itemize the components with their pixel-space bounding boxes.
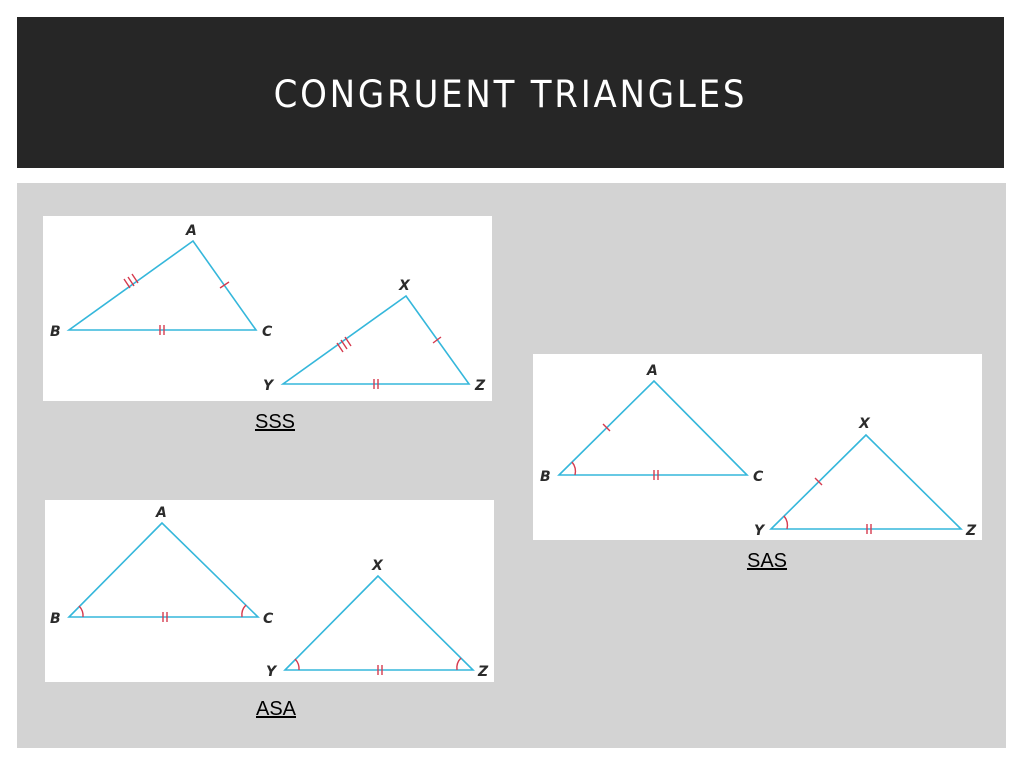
- sss-diagram: A B C X Y Z: [50, 223, 486, 394]
- sas-diagram: A B C X Y Z: [540, 363, 977, 539]
- angle-mark-b: [78, 605, 84, 618]
- double-tick-yz: [866, 524, 872, 534]
- double-tick-yz: [377, 665, 383, 675]
- vertex-label-c: C: [263, 611, 274, 627]
- vertex-label-x: X: [371, 558, 384, 574]
- vertex-label-b: B: [50, 324, 61, 340]
- vertex-label-z: Z: [477, 664, 489, 680]
- vertex-label-a: A: [185, 223, 197, 239]
- triangle-abc: [557, 379, 749, 476]
- page-title: CONGRUENT TRIANGLES: [273, 73, 748, 116]
- triangle-xyz: [280, 294, 471, 385]
- double-tick-bc: [653, 470, 659, 480]
- sss-figure: A B C X Y Z: [43, 216, 492, 401]
- triangle-abc: [67, 521, 260, 618]
- asa-diagram: A B C X Y Z: [50, 505, 489, 680]
- single-tick-xz: [432, 336, 442, 344]
- vertex-label-y: Y: [266, 664, 278, 680]
- single-tick-xy: [814, 477, 823, 486]
- vertex-label-a: A: [646, 363, 658, 379]
- caption-sss: SSS: [254, 411, 296, 433]
- vertex-label-c: C: [753, 469, 764, 485]
- triple-tick-ab: [123, 273, 139, 289]
- sas-figure: A B C X Y Z: [533, 354, 982, 540]
- caption-asa: ASA: [255, 698, 297, 720]
- vertex-label-x: X: [858, 416, 871, 432]
- double-tick-bc: [159, 325, 165, 335]
- double-tick-bc: [162, 612, 168, 622]
- angle-mark-b: [571, 461, 577, 476]
- vertex-label-z: Z: [474, 378, 486, 394]
- triangle-xyz: [283, 574, 475, 671]
- triangle-abc: [66, 239, 258, 331]
- double-tick-yz: [373, 379, 379, 389]
- asa-figure: A B C X Y Z: [45, 500, 494, 682]
- angle-mark-y: [294, 658, 300, 671]
- single-tick-ac: [219, 281, 230, 289]
- vertex-label-c: C: [262, 324, 273, 340]
- angle-mark-z: [456, 657, 462, 671]
- title-bar: CONGRUENT TRIANGLES: [17, 17, 1004, 168]
- single-tick-ab: [602, 423, 611, 432]
- angle-mark-y: [783, 515, 789, 530]
- triangle-xyz: [769, 433, 963, 530]
- angle-mark-c: [241, 604, 247, 618]
- vertex-label-x: X: [398, 278, 411, 294]
- vertex-label-b: B: [540, 469, 551, 485]
- vertex-label-a: A: [155, 505, 167, 521]
- triple-tick-xy: [336, 336, 352, 353]
- vertex-label-y: Y: [754, 523, 766, 539]
- caption-sas: SAS: [746, 550, 788, 572]
- vertex-label-b: B: [50, 611, 61, 627]
- vertex-label-z: Z: [965, 523, 977, 539]
- vertex-label-y: Y: [263, 378, 275, 394]
